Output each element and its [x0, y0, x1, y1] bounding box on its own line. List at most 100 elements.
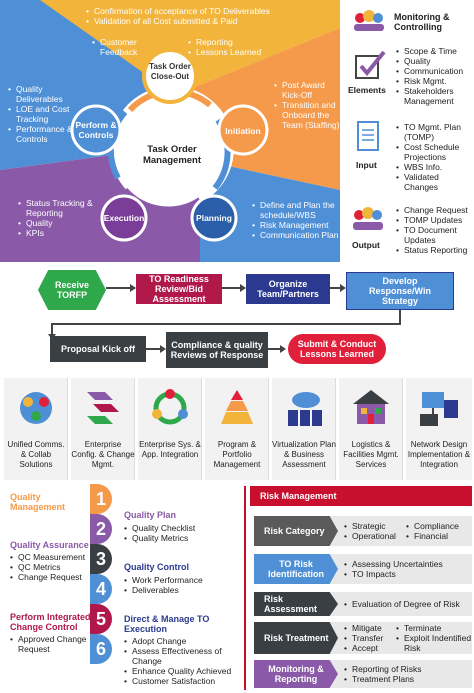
- risk-treatment-item: Accept: [344, 643, 400, 653]
- initiation-item: Post Award Kick-Off: [274, 80, 344, 100]
- center-label: Task Order Management: [142, 144, 202, 166]
- service-tile-label: Logistics & Facilities Mgmt. Services: [343, 440, 399, 469]
- quality-step-number: 5: [90, 604, 112, 634]
- input-list: TO Mgmt. Plan (TOMP) Cost Schedule Proje…: [396, 122, 474, 192]
- risk-reporting-list: Reporting of Risks Treatment Plans: [344, 664, 470, 684]
- qa-item: QC Measurement: [10, 552, 96, 562]
- planning-item: Define and Plan the schedule/WBS: [252, 200, 342, 220]
- closeout-label: Task Order Close-Out: [149, 62, 191, 81]
- elements-item: Quality: [396, 56, 474, 66]
- config-arrows-icon: [87, 392, 119, 424]
- qa-list: QC Measurement QC Metrics Change Request: [10, 552, 96, 582]
- receive-torfp-box: Receive TORFP: [38, 270, 106, 310]
- people-output-icon: [353, 207, 383, 230]
- monitoring-title: Monitoring & Controlling: [394, 12, 450, 32]
- pyramid-icon: [221, 390, 253, 424]
- direct-manage-item: Enhance Quality Achieved: [124, 666, 242, 676]
- initiation-list: Post Award Kick-Off Transition and Onboa…: [274, 80, 344, 130]
- readiness-review-box: TO Readiness Review/Bid Assessment: [136, 274, 222, 304]
- elements-item: Communication: [396, 66, 474, 76]
- perform-item: Quality Deliverables: [8, 84, 80, 104]
- quality-step-number: 2: [90, 514, 112, 544]
- planning-list: Define and Plan the schedule/WBS Risk Ma…: [252, 200, 342, 240]
- perform-item: Performance & Controls: [8, 124, 80, 144]
- elements-list: Scope & Time Quality Communication Risk …: [396, 46, 474, 106]
- quality-step-number: 1: [90, 484, 112, 514]
- service-tile-label: Enterprise Sys. & App. Integration: [139, 440, 201, 459]
- direct-manage-list: Adopt Change Assess Effectiveness of Cha…: [124, 636, 242, 686]
- quality-control-item: Deliverables: [124, 585, 240, 595]
- cloud-servers-icon: [288, 392, 322, 426]
- submit-lessons-box: Submit & Conduct Lessons Learned: [288, 334, 386, 364]
- execution-item: Quality: [18, 218, 98, 228]
- risk-category-label: Risk Category: [254, 516, 338, 546]
- quality-plan-item: Quality Metrics: [124, 533, 240, 543]
- quality-plan-list: Quality Checklist Quality Metrics: [124, 523, 240, 543]
- integrated-change-item: Approved Change Request: [10, 634, 96, 654]
- risk-treatment-col2: Terminate Exploit Indentified Risk: [396, 623, 472, 653]
- reporting-item: Reporting: [188, 37, 298, 47]
- proposal-kickoff-box: Proposal Kick off: [50, 336, 146, 362]
- execution-item: KPIs: [18, 228, 98, 238]
- feedback-item: Customer Feedback: [92, 37, 162, 57]
- risk-identification-item: TO Impacts: [344, 569, 470, 579]
- elements-label: Elements: [348, 85, 386, 95]
- direct-manage-item: Customer Satisfaction: [124, 676, 242, 686]
- service-tile: Unified Comms. & Collab Solutions: [4, 378, 68, 480]
- perform-item: LOE and Cost Tracking: [8, 104, 80, 124]
- risk-category-col1: Strategic Operational: [344, 521, 408, 541]
- output-item: Change Request: [396, 205, 474, 215]
- risk-category-item: Operational: [344, 531, 408, 541]
- reporting-list: Reporting Lessons Learned: [188, 37, 298, 57]
- direct-manage-item: Adopt Change: [124, 636, 242, 646]
- risk-treatment-item: Terminate: [396, 623, 472, 633]
- flow-connectors: [48, 284, 401, 353]
- quality-control-title: Quality Control: [124, 562, 189, 572]
- integrated-change-list: Approved Change Request: [10, 634, 96, 654]
- service-tile: Program & Portfolio Management: [205, 378, 269, 480]
- risk-assessment-item: Evaluation of Degree of Risk: [344, 599, 470, 609]
- organize-team-box: Organize Team/Partners: [246, 274, 330, 304]
- elements-item: Scope & Time: [396, 46, 474, 56]
- execution-list: Status Tracking & Reporting Quality KPIs: [18, 198, 98, 238]
- quality-step-number: 3: [90, 544, 112, 574]
- perform-label: Perform & Controls: [75, 120, 117, 140]
- output-item: TOMP Updates: [396, 215, 474, 225]
- network-devices-icon: [420, 392, 458, 426]
- risk-category-item: Financial: [406, 531, 470, 541]
- planning-item: Communication Plan: [252, 230, 342, 240]
- risk-category-col2: Compliance Financial: [406, 521, 470, 541]
- output-list: Change Request TOMP Updates TO Document …: [396, 205, 474, 255]
- people-group-icon: [354, 10, 384, 31]
- service-tile: Enterprise Sys. & App. Integration: [138, 378, 202, 480]
- quality-step-number: 6: [90, 634, 112, 664]
- risk-assessment-list: Evaluation of Degree of Risk: [344, 599, 470, 609]
- risk-treatment-item: Mitigate: [344, 623, 400, 633]
- risk-treatment-col1: Mitigate Transfer Accept: [344, 623, 400, 653]
- elements-item: Stakeholders Management: [396, 86, 474, 106]
- compliance-review-box: Compliance & quality Reviews of Response: [166, 332, 268, 368]
- risk-category-item: Compliance: [406, 521, 470, 531]
- input-label: Input: [356, 160, 377, 170]
- quality-plan-title: Quality Plan: [124, 510, 177, 520]
- closeout-summary-item: Confirmation of acceptance of TO Deliver…: [86, 6, 336, 16]
- input-item: Cost Schedule Projections: [396, 142, 474, 162]
- planning-label: Planning: [196, 213, 232, 223]
- document-input-icon: [357, 121, 379, 151]
- risk-management-title: Risk Management: [250, 486, 472, 506]
- quality-step-number: 4: [90, 574, 112, 604]
- input-item: TO Mgmt. Plan (TOMP): [396, 122, 474, 142]
- elements-item: Risk Mgmt.: [396, 76, 474, 86]
- risk-reporting-item: Treatment Plans: [344, 674, 470, 684]
- risk-reporting-item: Reporting of Risks: [344, 664, 470, 674]
- initiation-label: Initiation: [225, 126, 261, 136]
- checkmark-icon: [355, 50, 386, 79]
- quality-management-title: Quality Management: [10, 492, 66, 512]
- planning-item: Risk Management: [252, 220, 342, 230]
- closeout-summary-item: Validation of all Cost submitted & Paid: [86, 16, 336, 26]
- collaboration-icon: [20, 392, 52, 424]
- qa-item: Change Request: [10, 572, 96, 582]
- reporting-item: Lessons Learned: [188, 47, 298, 57]
- integrated-change-title: Perform Integrated Change Control: [10, 612, 91, 632]
- service-tile: Enterprise Config. & Change Mgmt.: [71, 378, 135, 480]
